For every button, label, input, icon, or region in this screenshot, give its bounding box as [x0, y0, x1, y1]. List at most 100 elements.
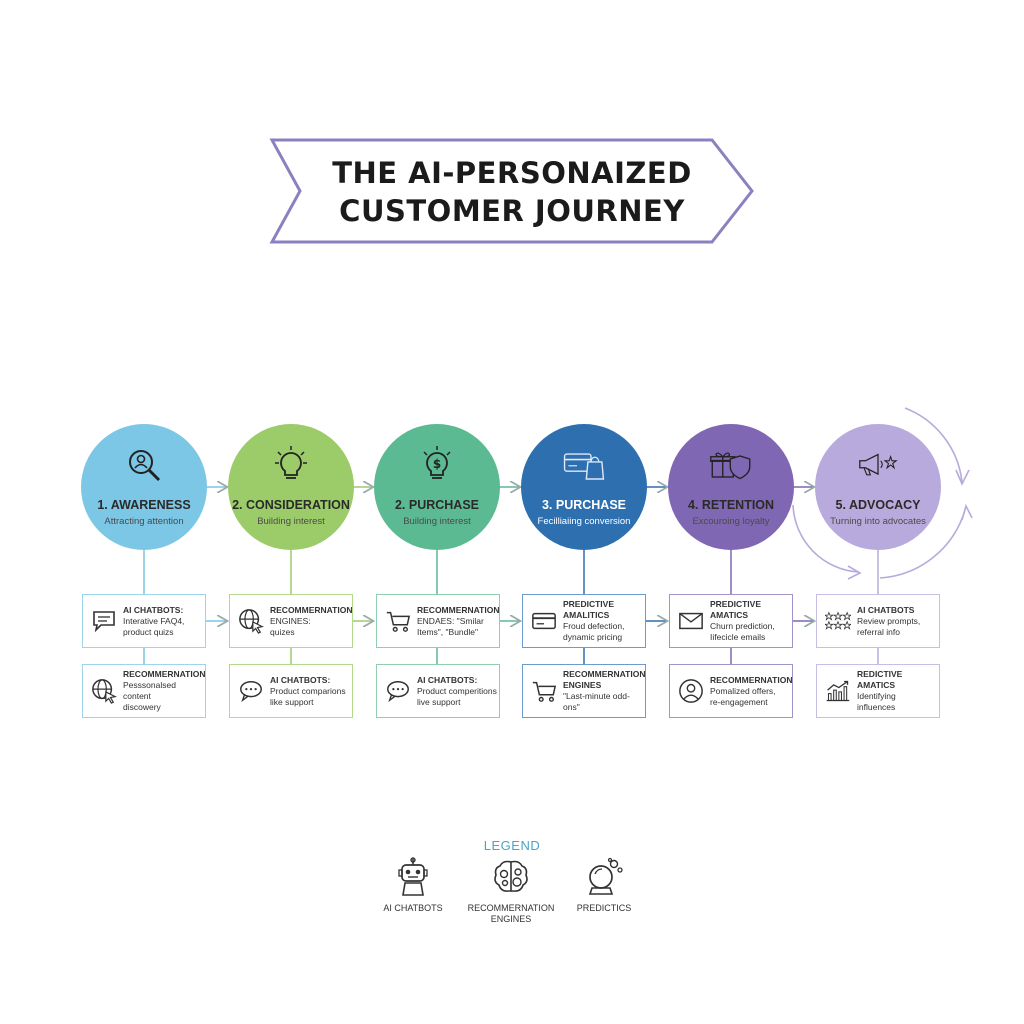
card-title: RECOMMERNATION [123, 669, 206, 679]
credit-card-icon [531, 608, 557, 634]
magnifier-person-icon [123, 444, 165, 486]
stars-icon [825, 608, 851, 634]
card-line: Pesssonalsed content [123, 680, 176, 701]
title-line-1: THE AI-PERSONAIZED [332, 156, 692, 190]
card-line: dynamic pricing [563, 632, 623, 642]
card-line: like support [270, 696, 314, 707]
user-circle-icon [678, 678, 704, 704]
card-line: Product comparions [270, 685, 346, 696]
cart-icon [385, 608, 411, 634]
lightbulb-icon [270, 444, 312, 486]
loop-arrow [792, 504, 859, 573]
stage-consideration: 2. CONSIDERATION Building interest [228, 424, 354, 550]
loop-arrow [904, 407, 963, 483]
loop-arrow [879, 509, 966, 579]
card-line: product quizs [123, 626, 174, 637]
stage-purchase-2: 3. PURCHASE Fecilliaiing conversion [521, 424, 647, 550]
card-line: Product comperitions [417, 685, 497, 696]
card-line: live support [417, 696, 461, 707]
card-line: re-engagement [710, 696, 768, 707]
card-line: Iifecicle emails [710, 632, 766, 642]
stage-title: 2. PURCHASE [394, 498, 480, 512]
stage-subtitle: Building interest [403, 516, 471, 527]
stage-title: 3. PURCHASE [541, 498, 627, 512]
stage-awareness: 1. AWARENESS Attracting attention [81, 424, 207, 550]
brain-gears-icon [491, 855, 531, 899]
card-bag-icon [563, 444, 605, 486]
gift-shield-icon [710, 444, 752, 486]
stage-title: 4. RETENTION [687, 498, 775, 512]
stage-subtitle: Turning into advocates [830, 516, 926, 527]
legend-item-chatbots: AI CHATBOTS [358, 855, 468, 914]
card-line: Review prompts, [857, 615, 921, 626]
chat-bubble-icon [385, 678, 411, 704]
card-purchase-recommendation: RECOMMERNATION ENGINES"Last-minute odd-o… [522, 664, 646, 718]
card-line: influences [857, 702, 896, 712]
card-line: Pomalized offers, [710, 685, 776, 696]
megaphone-star-icon [857, 444, 899, 486]
robot-icon [393, 855, 433, 899]
card-title: RECOMMERNATION [417, 604, 500, 615]
dollar-bulb-icon: $ [416, 444, 458, 486]
stage-subtitle: Building interest [257, 516, 325, 527]
card-title: REDICTIVE AMATICS [857, 669, 903, 690]
card-line: Interative FAQ4, [123, 615, 185, 626]
stage-purchase-1: $ 2. PURCHASE Building interest [374, 424, 500, 550]
legend-label: PREDICTICS [576, 903, 632, 913]
stage-subtitle: Excouroing loyalty [692, 516, 770, 527]
globe-cursor-icon [238, 608, 264, 634]
card-line: quizes [270, 626, 295, 637]
card-line: discowery [123, 702, 161, 712]
card-title: RECOMMERNATION ENGINES [563, 669, 646, 690]
legend-item-predictics: PREDICTICS [549, 855, 659, 914]
card-line: ENDAES: "Smilar [417, 615, 484, 626]
crystal-ball-icon [584, 855, 624, 899]
card-line: Identifying [857, 691, 896, 701]
card-line: referral info [857, 626, 900, 637]
card-line: Churn prediction, [710, 621, 775, 631]
chat-bubble-icon [238, 678, 264, 704]
card-title: RECOMMERNATION [710, 674, 793, 685]
envelope-icon [678, 608, 704, 634]
card-title: PREDICTIVE AMATICS [710, 599, 762, 620]
card-title: AI CHATBOTS: [417, 674, 478, 685]
card-line: "Last-minute odd-ons" [563, 691, 630, 712]
page-title: THE AI-PERSONAIZED CUSTOMER JOURNEY [268, 154, 756, 230]
trend-chart-icon [825, 678, 851, 704]
title-banner: THE AI-PERSONAIZED CUSTOMER JOURNEY [268, 136, 756, 246]
legend-title: LEGEND [483, 838, 541, 853]
stage-title: 2. CONSIDERATION [232, 498, 350, 512]
stage-retention: 4. RETENTION Excouroing loyalty [668, 424, 794, 550]
chat-bubble-icon [91, 608, 117, 634]
legend-label: RECOMMERNATION ENGINES [467, 903, 555, 924]
card-awareness-chatbots: AI CHATBOTS:Interative FAQ4,product quiz… [82, 594, 206, 648]
card-title: AI CHATBOTS: [123, 604, 184, 615]
stage-advocacy: 5. ADVOCACY Turning into advocates [815, 424, 941, 550]
card-title: PREDICTIVE AMALITICS [563, 599, 615, 620]
globe-cursor-icon [91, 678, 117, 704]
cart-icon [531, 678, 557, 704]
stage-title: 1. AWARENESS [97, 498, 191, 512]
card-line: Items", "Bundle" [417, 626, 479, 637]
stage-subtitle: Attracting attention [104, 516, 184, 527]
title-line-2: CUSTOMER JOURNEY [339, 194, 685, 228]
card-line: ENGINES: [270, 615, 311, 626]
legend-item-engines: RECOMMERNATION ENGINES [456, 855, 566, 925]
card-title: RECOMMERNATION [270, 604, 353, 615]
svg-text:$: $ [433, 457, 441, 471]
legend-label: AI CHATBOTS [383, 903, 443, 913]
card-title: AI CHATBOTS [857, 604, 915, 615]
stage-subtitle: Fecilliaiing conversion [537, 516, 631, 527]
stage-title: 5. ADVOCACY [835, 498, 921, 512]
